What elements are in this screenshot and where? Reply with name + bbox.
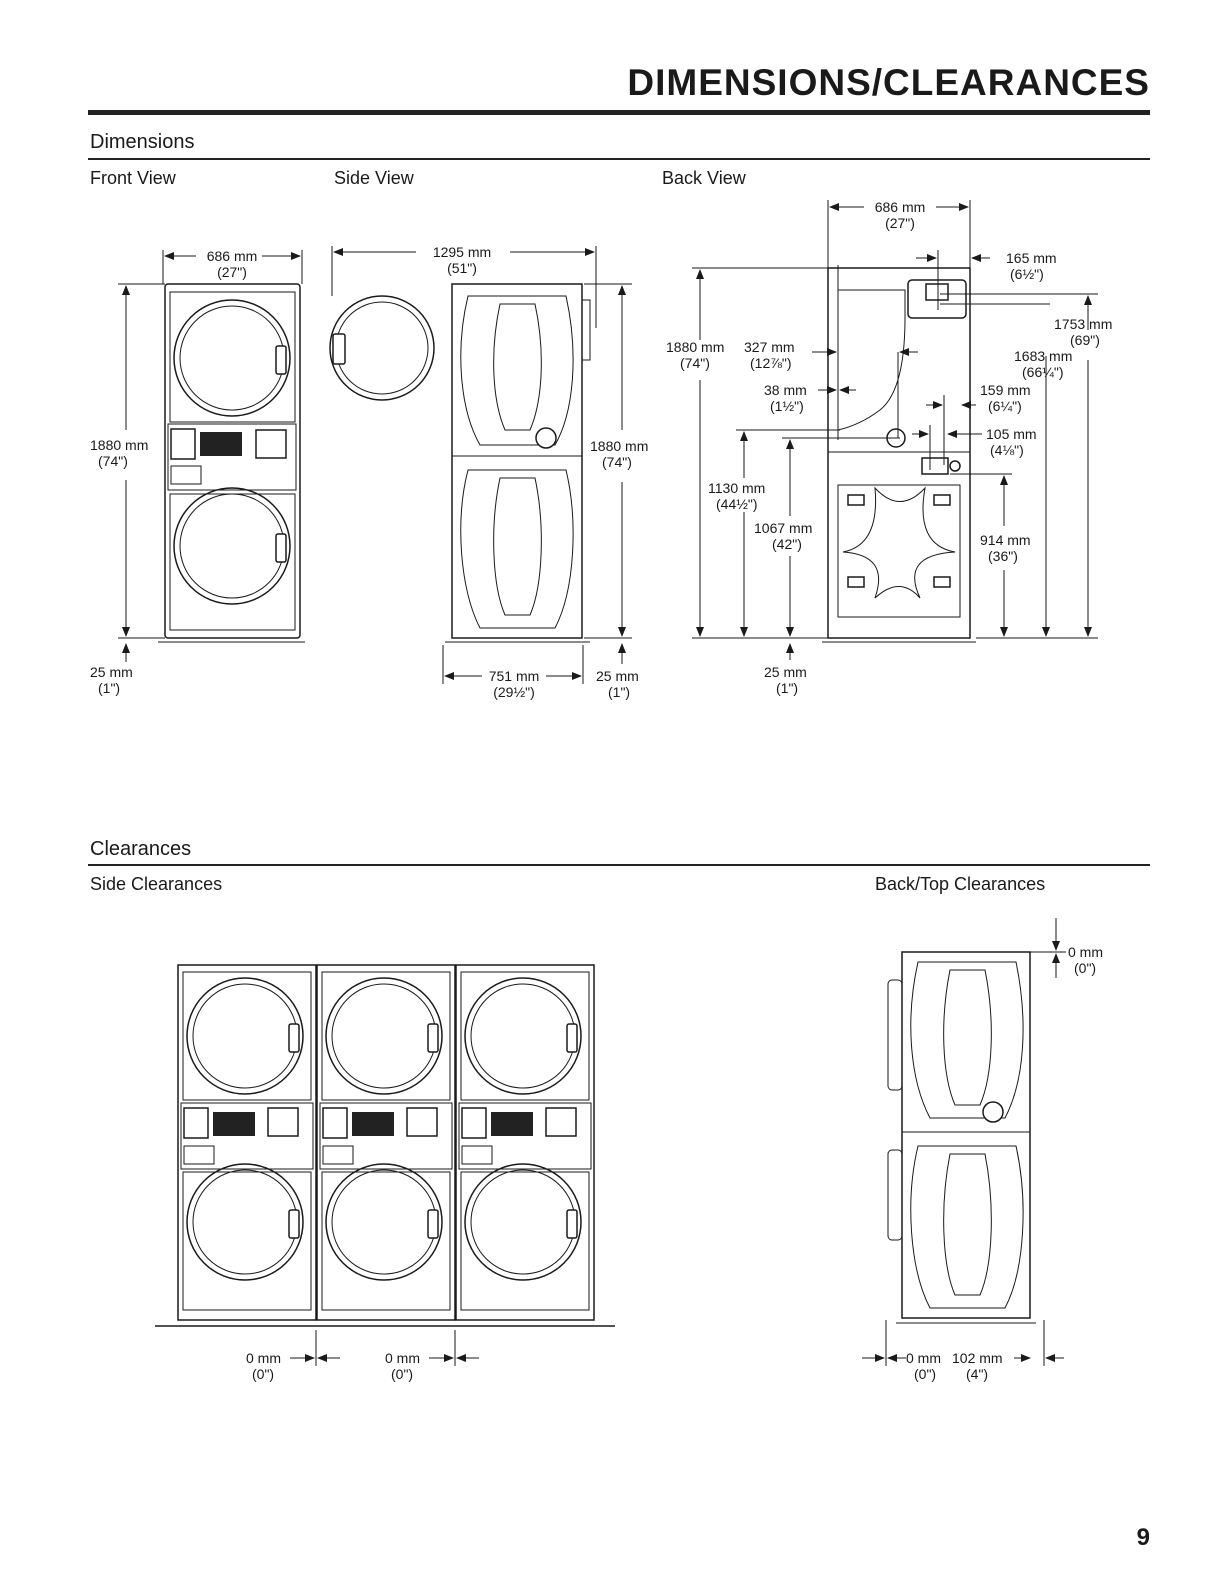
dimensions-rule xyxy=(88,158,1150,160)
back-1880-mm: 1880 mm xyxy=(666,339,724,355)
front-width-in: (27") xyxy=(217,264,247,280)
side-depth-mm: 751 mm xyxy=(489,668,540,684)
back-1683-mm: 1683 mm xyxy=(1014,348,1072,364)
back-foot-mm: 25 mm xyxy=(764,664,807,680)
front-height-mm: 1880 mm xyxy=(90,437,148,453)
back-clearance-in: (4") xyxy=(966,1366,988,1382)
side-height-in: (74") xyxy=(602,454,632,470)
back-view-label: Back View xyxy=(662,168,746,188)
side-depth-in: (29½") xyxy=(493,684,535,700)
back-38-mm: 38 mm xyxy=(764,382,807,398)
front-foot-mm: 25 mm xyxy=(90,664,133,680)
dimensions-heading: Dimensions xyxy=(90,131,195,153)
page-number: 9 xyxy=(1136,1524,1150,1551)
side-view-label: Side View xyxy=(334,168,414,188)
clearances-rule xyxy=(88,864,1150,866)
side-clearances-label: Side Clearances xyxy=(90,874,223,894)
front-width-mm: 686 mm xyxy=(207,248,258,264)
side-clearances-drawing: 0 mm (0") 0 mm (0") xyxy=(155,964,615,1382)
back-327-mm: 327 mm xyxy=(744,339,795,355)
side-height-mm: 1880 mm xyxy=(590,438,648,454)
back-width-mm: 686 mm xyxy=(875,199,926,215)
back-foot-in: (1") xyxy=(776,680,798,696)
side-gap1-mm: 0 mm xyxy=(246,1350,281,1366)
back-327-in: (12⅞") xyxy=(750,355,792,371)
side-open-depth-in: (51") xyxy=(447,260,477,276)
front-view-drawing: 686 mm (27") 1880 mm (74") 25 mm (1") xyxy=(90,248,305,696)
back-105-mm: 105 mm xyxy=(986,426,1037,442)
back-width-in: (27") xyxy=(885,215,915,231)
back-1753-in: (69") xyxy=(1070,332,1100,348)
side-gap2-in: (0") xyxy=(391,1366,413,1382)
top-clearance-in: (0") xyxy=(1074,960,1096,976)
back-1683-in: (66¼") xyxy=(1022,364,1064,380)
back-165-in: (6½") xyxy=(1010,266,1044,282)
page-title: DIMENSIONS/CLEARANCES xyxy=(627,62,1150,103)
back-top-clearances-drawing: 0 mm (0") 0 mm (0") 102 mm (4") xyxy=(862,918,1103,1382)
front-clearance-mm: 0 mm xyxy=(906,1350,941,1366)
back-1880-in: (74") xyxy=(680,355,710,371)
back-105-in: (4⅛") xyxy=(990,442,1024,458)
front-foot-in: (1") xyxy=(98,680,120,696)
back-38-in: (1½") xyxy=(770,398,804,414)
back-914-in: (36") xyxy=(988,548,1018,564)
front-view-label: Front View xyxy=(90,168,176,188)
top-clearance-mm: 0 mm xyxy=(1068,944,1103,960)
side-gap1-in: (0") xyxy=(252,1366,274,1382)
side-foot-in: (1") xyxy=(608,684,630,700)
side-open-depth-mm: 1295 mm xyxy=(433,244,491,260)
back-1753-mm: 1753 mm xyxy=(1054,316,1112,332)
back-914-mm: 914 mm xyxy=(980,532,1031,548)
back-1130-mm: 1130 mm xyxy=(708,480,765,496)
side-gap2-mm: 0 mm xyxy=(385,1350,420,1366)
back-clearance-mm: 102 mm xyxy=(952,1350,1003,1366)
side-foot-mm: 25 mm xyxy=(596,668,639,684)
back-159-mm: 159 mm xyxy=(980,382,1031,398)
back-165-mm: 165 mm xyxy=(1006,250,1057,266)
back-view-drawing: 686 mm (27") 165 mm (6½") 1753 mm (69") … xyxy=(666,199,1112,696)
back-1067-mm: 1067 mm xyxy=(754,520,812,536)
front-clearance-in: (0") xyxy=(914,1366,936,1382)
front-height-in: (74") xyxy=(98,453,128,469)
back-159-in: (6¼") xyxy=(988,398,1022,414)
back-1067-in: (42") xyxy=(772,536,802,552)
title-rule xyxy=(88,110,1150,115)
back-1130-in: (44½") xyxy=(716,496,758,512)
back-top-clearances-label: Back/Top Clearances xyxy=(875,874,1046,894)
clearances-heading: Clearances xyxy=(90,838,192,860)
side-view-drawing: 1295 mm (51") 1880 mm (74") 751 mm (29½"… xyxy=(329,244,648,700)
